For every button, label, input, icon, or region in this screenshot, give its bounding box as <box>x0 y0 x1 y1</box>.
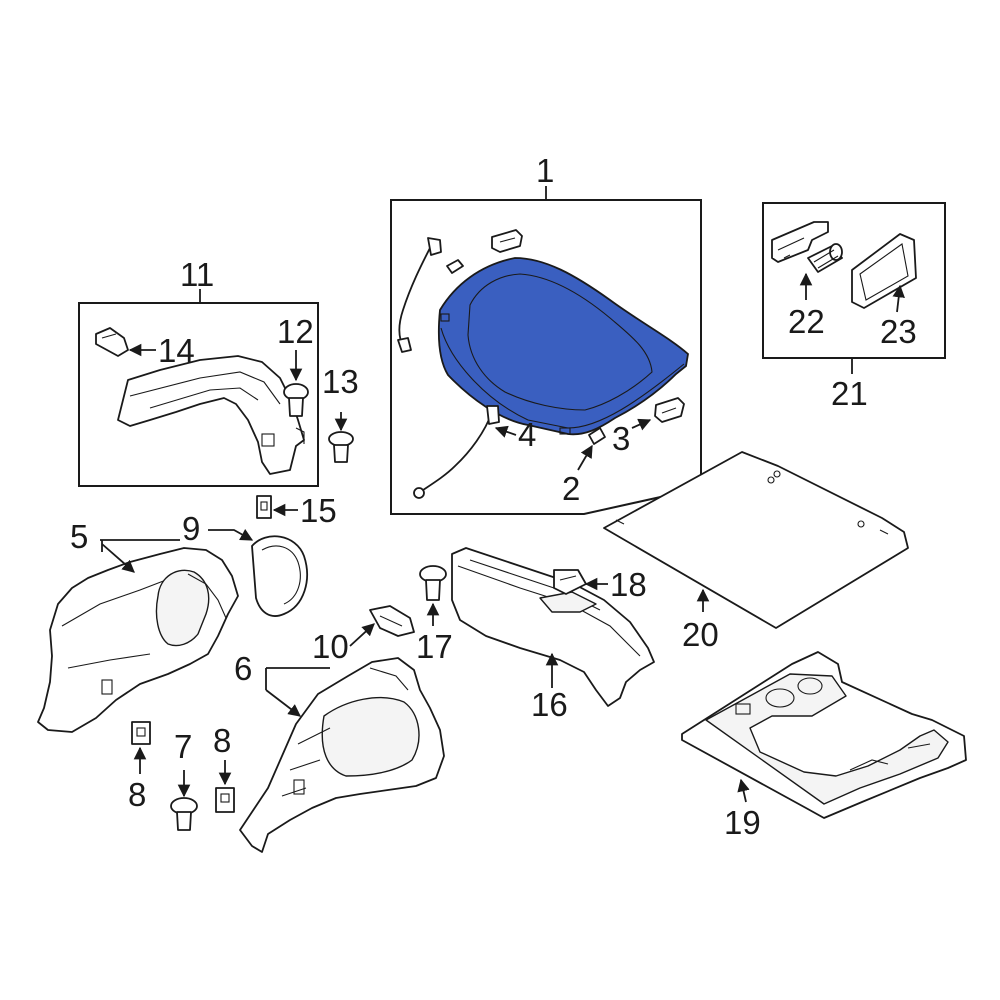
leader-23 <box>892 284 905 313</box>
package-tray-front-edge <box>440 327 685 429</box>
group-box-11 <box>78 302 319 487</box>
callout-4: 4 <box>518 416 536 453</box>
leader-9 <box>208 528 254 541</box>
callout-14: 14 <box>158 332 195 369</box>
quarter-trim-upper[interactable] <box>117 355 305 475</box>
tray-hook-upper[interactable] <box>491 229 523 253</box>
callout-20: 20 <box>682 616 719 653</box>
push-clip-17[interactable] <box>419 565 447 601</box>
package-tray-panel <box>437 257 689 436</box>
nut-8-middle[interactable] <box>215 787 235 813</box>
callout-22: 22 <box>788 303 825 340</box>
callout-10: 10 <box>312 628 349 665</box>
nut-8-left[interactable] <box>131 721 151 745</box>
scuff-plate[interactable] <box>451 547 655 707</box>
push-clip-12[interactable] <box>283 383 309 417</box>
callout-17: 17 <box>416 628 453 665</box>
leader-5 <box>100 539 180 552</box>
callout-3: 3 <box>612 420 630 457</box>
tray-cable-upper[interactable] <box>397 237 442 353</box>
leader-19 <box>737 778 750 803</box>
callout-16: 16 <box>531 686 568 723</box>
leader-4 <box>494 425 517 438</box>
leader-2 <box>577 444 593 471</box>
cargo-floor[interactable] <box>681 651 967 819</box>
callout-15: 15 <box>300 492 337 529</box>
lamp-lens[interactable] <box>851 233 917 309</box>
callout-18: 18 <box>610 566 647 603</box>
tray-cable-lower[interactable] <box>413 405 500 499</box>
package-tray-highlighted[interactable] <box>437 257 689 436</box>
callout-9: 9 <box>182 510 200 547</box>
trim-cover-9[interactable] <box>251 535 308 617</box>
push-clip-7[interactable] <box>170 797 198 831</box>
nut-15[interactable] <box>256 495 272 519</box>
callout-2: 2 <box>562 470 580 507</box>
tray-clip-upper[interactable] <box>446 259 464 274</box>
lamp-bulb[interactable] <box>807 243 843 273</box>
tray-hook-lower[interactable] <box>654 397 685 423</box>
package-tray-inner-panel <box>467 273 653 411</box>
scuff-clip-18[interactable] <box>553 569 587 595</box>
callout-7: 7 <box>174 728 192 765</box>
leader-3 <box>631 418 652 431</box>
callout-19: 19 <box>724 804 761 841</box>
leader-6 <box>265 667 330 690</box>
callout-1: 1 <box>536 152 554 189</box>
trim-clip-14[interactable] <box>95 327 129 357</box>
callout-13: 13 <box>322 363 359 400</box>
lamp-bracket[interactable] <box>771 221 829 263</box>
callout-8-left: 8 <box>128 776 146 813</box>
trim-clip-10[interactable] <box>369 605 415 637</box>
callout-6: 6 <box>234 650 252 687</box>
group-box-21 <box>762 202 946 359</box>
callout-5: 5 <box>70 518 88 555</box>
callout-23: 23 <box>880 313 917 350</box>
callout-21: 21 <box>831 375 868 412</box>
leader-5-arrow <box>101 543 135 573</box>
push-clip-13[interactable] <box>328 431 354 463</box>
leader-6-arrow <box>265 689 302 717</box>
quarter-trim-right[interactable] <box>239 657 445 853</box>
callout-11: 11 <box>180 256 214 293</box>
tray-clip-lower[interactable] <box>588 427 606 445</box>
callout-12: 12 <box>277 313 314 350</box>
leader-10 <box>349 623 375 647</box>
quarter-trim-left[interactable] <box>37 547 239 733</box>
group-box-1 <box>390 199 702 515</box>
callout-8-middle: 8 <box>213 722 231 759</box>
cargo-mat[interactable] <box>603 451 909 629</box>
